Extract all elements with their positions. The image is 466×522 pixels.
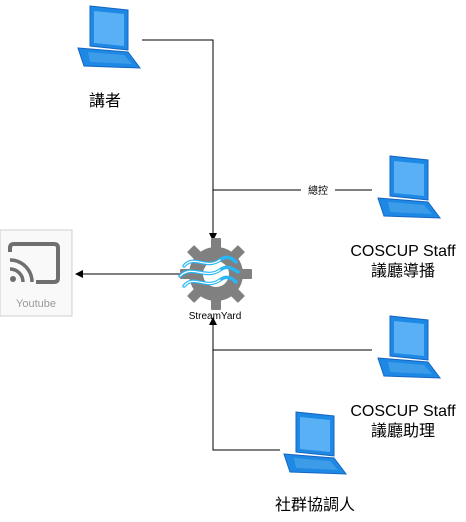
speaker-label: 講者 — [88, 93, 121, 110]
edge-coordinator-to-streamyard — [209, 317, 280, 451]
connectors — [75, 39, 372, 451]
assistant-label-line1: COSCUP Staff — [350, 403, 456, 420]
edge-speaker-to-streamyard — [142, 39, 217, 241]
youtube-node — [0, 229, 73, 317]
streamyard-gear-icon — [178, 238, 252, 310]
director-laptop-icon — [377, 155, 441, 219]
youtube-label: Youtube — [16, 298, 56, 310]
speaker-laptop-icon — [77, 5, 141, 69]
streamyard-label: StreamYard — [188, 311, 242, 322]
coordinator-laptop-icon — [283, 411, 347, 475]
coordinator-label: 社群協調人 — [274, 497, 355, 514]
director-label-line2: 議廳導播 — [370, 263, 435, 280]
cast-icon — [8, 242, 60, 284]
assistant-laptop-icon — [377, 315, 441, 379]
assistant-label-line2: 議廳助理 — [370, 423, 435, 440]
director-label-line1: COSCUP Staff — [350, 243, 456, 260]
control-edge-label: 總控 — [308, 186, 328, 197]
